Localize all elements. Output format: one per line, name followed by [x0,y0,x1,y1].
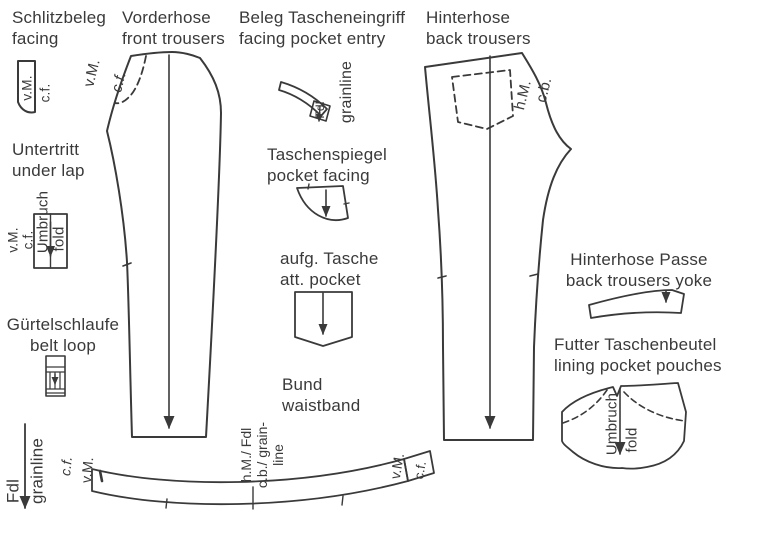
marking-underlap-fold: fold [50,226,68,252]
marking-waistband-left-vm: v.M. [77,456,97,484]
label-aufg-tasche-de: aufg. Tasche [280,249,379,268]
marking-waistband-center-line3: line [270,444,286,466]
label-bund-en: waistband [282,396,361,415]
label-vorderhose-en: front trousers [122,29,225,48]
front-pocket-entry-dashed-line [114,55,147,105]
label-vorderhose: Vorderhose front trousers [122,7,225,49]
waistband-notch-left [98,469,104,483]
attached-pocket-shape [294,291,353,347]
label-bund: Bund waistband [282,374,360,416]
label-guertelschlaufe-en: belt loop [29,336,97,355]
marking-schlitzbeleg-cf: c.f. [37,83,53,103]
label-hinterhose: Hinterhose back trousers [426,7,531,49]
label-vorderhose-de: Vorderhose [122,8,211,27]
marking-underlap-umbruch: Umbruch [34,190,52,254]
waistband-notch-mid-right [341,495,344,506]
pocket-pouch-dashed-left [562,389,608,424]
marking-grainline-en: grainline [27,437,47,505]
marking-pouch-fold: fold [623,427,641,453]
front-trousers-outline [106,51,222,438]
label-hinterhose-passe-de: Hinterhose Passe [570,250,708,269]
back-yoke-shape [588,289,685,319]
belt-loop-fold-lines [45,366,66,394]
back-right-notch [529,273,539,277]
label-futter-en: lining pocket pouches [554,356,722,375]
marking-waistband-left-cf: c.f. [57,455,75,477]
pocket-entry-facing-grainline-box [309,100,331,122]
marking-waistband-right-cf: c.f. [411,459,429,481]
marking-grainline-fdl: Fdl [3,478,23,504]
pocket-pouch-outline [561,382,687,470]
waistband-notch-mid-left [165,498,168,509]
marking-underlap-cf: c.f. [20,230,36,250]
label-futter-de: Futter Taschenbeutel [554,335,717,354]
label-aufg-tasche: aufg. Tasche att. pocket [280,248,379,290]
marking-crescent-grainline: grainline [338,60,355,124]
label-futter-taschenbeutel: Futter Taschenbeutel lining pocket pouch… [554,334,722,376]
marking-schlitzbeleg-vm: v.M. [19,75,35,101]
marking-waistband-center: h.M./ Fdl c.b./ grain- line [238,422,286,488]
marking-waistband-center-line1: h.M./ Fdl [238,427,254,483]
back-trousers-outline [424,52,572,441]
pocket-facing-notch-top [307,183,310,190]
label-schlitzbeleg-en: facing [12,29,59,48]
back-pocket-dashed-outline [451,69,514,130]
label-hinterhose-passe-en: back trousers yoke [565,271,713,290]
label-untertritt: Untertritt under lap [12,139,85,181]
marking-underlap-vm: v.M. [5,227,21,253]
label-schlitzbeleg-de: Schlitzbeleg [12,8,107,27]
label-taschenspiegel-en: pocket facing [267,166,370,185]
label-hinterhose-passe: Hinterhose Passe back trousers yoke [556,249,722,291]
label-bund-de: Bund [282,375,323,394]
label-hinterhose-de: Hinterhose [426,8,511,27]
marking-crescent-fdl: Fdl [313,101,327,119]
label-beleg-de: Beleg Tascheneingriff [239,8,406,27]
waistband-button-extension [403,450,435,482]
pocket-facing-notch-right [343,202,350,205]
marking-pouch-umbruch: Umbruch [603,392,621,456]
label-aufg-tasche-en: att. pocket [280,270,361,289]
pocket-pouch-dashed-right [623,391,686,422]
label-untertritt-en: under lap [12,161,85,180]
label-taschenspiegel-de: Taschenspiegel [267,145,387,164]
schlitzbeleg-shape [17,60,36,114]
label-beleg-en: facing pocket entry [239,29,386,48]
label-beleg-tascheneingriff: Beleg Tascheneingriff facing pocket entr… [239,7,405,49]
label-guertelschlaufe-de: Gürtelschlaufe [6,315,120,334]
pocket-facing-shape [296,185,349,221]
marking-waistband-center-line2: c.b./ grain- [254,421,270,489]
belt-loop-shape [45,355,66,397]
label-hinterhose-en: back trousers [426,29,531,48]
label-taschenspiegel: Taschenspiegel pocket facing [267,144,387,186]
underlap-shape [33,213,68,269]
front-inseam-notch [122,262,132,267]
label-untertritt-de: Untertritt [12,140,80,159]
label-guertelschlaufe: Gürtelschlaufe belt loop [6,314,120,356]
pocket-entry-facing-grainline-arrow [315,105,323,122]
back-left-notch [437,275,447,279]
label-schlitzbeleg: Schlitzbeleg facing [12,7,106,49]
